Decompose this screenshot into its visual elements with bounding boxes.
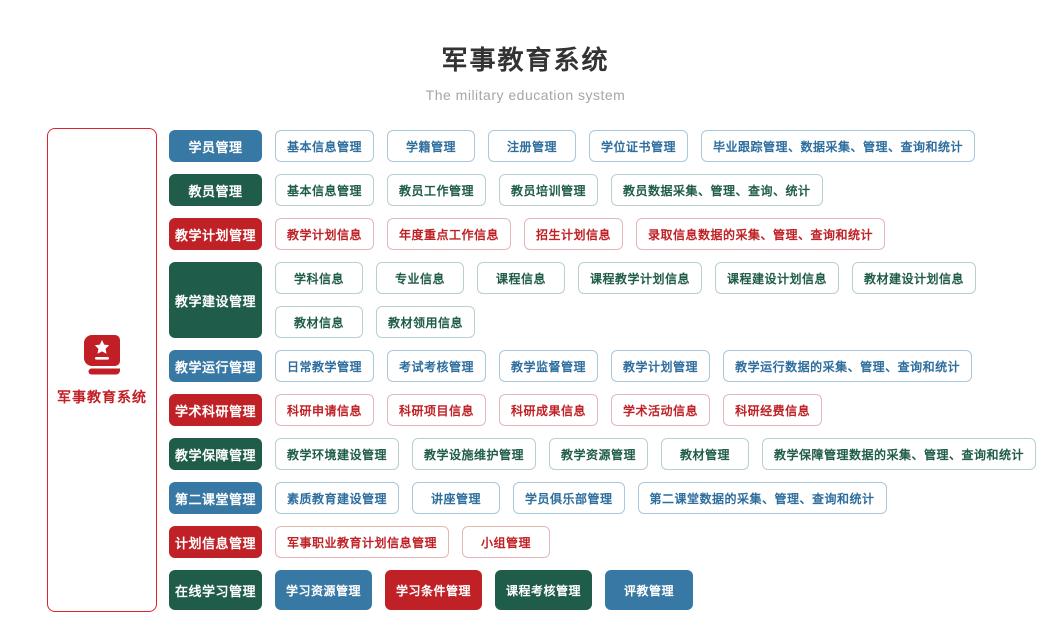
submodule-button[interactable]: 评教管理 [605, 570, 694, 610]
module-button[interactable]: 教员管理 [169, 174, 262, 206]
submodule-line: 基本信息管理教员工作管理教员培训管理教员数据采集、管理、查询、统计 [275, 174, 823, 206]
page-header: 军事教育系统 The military education system [0, 0, 1051, 103]
submodule-button[interactable]: 课程信息 [477, 262, 565, 294]
submodule-button[interactable]: 小组管理 [462, 526, 551, 558]
module-button[interactable]: 计划信息管理 [169, 526, 262, 558]
submodule-line: 学习资源管理学习条件管理课程考核管理评教管理 [275, 570, 694, 610]
module-row: 第二课堂管理素质教育建设管理讲座管理学员俱乐部管理第二课堂数据的采集、管理、查询… [169, 482, 1036, 514]
submodule-lines: 日常教学管理考试考核管理教学监督管理教学计划管理教学运行数据的采集、管理、查询和… [275, 350, 973, 382]
submodule-button[interactable]: 教材管理 [661, 438, 750, 470]
submodule-lines: 军事职业教育计划信息管理小组管理 [275, 526, 551, 558]
module-row: 学员管理基本信息管理学籍管理注册管理学位证书管理毕业跟踪管理、数据采集、管理、查… [169, 130, 1036, 162]
module-row: 教学保障管理教学环境建设管理教学设施维护管理教学资源管理教材管理教学保障管理数据… [169, 438, 1037, 470]
submodule-line: 基本信息管理学籍管理注册管理学位证书管理毕业跟踪管理、数据采集、管理、查询和统计 [275, 130, 976, 162]
module-row: 教学建设管理学科信息专业信息课程信息课程教学计划信息课程建设计划信息教材建设计划… [169, 262, 1036, 338]
submodule-button[interactable]: 学习条件管理 [385, 570, 483, 610]
system-root-card: 军事教育系统 [47, 128, 157, 612]
submodule-button[interactable]: 素质教育建设管理 [275, 482, 400, 514]
submodule-button[interactable]: 录取信息数据的采集、管理、查询和统计 [636, 218, 886, 250]
submodule-button[interactable]: 专业信息 [376, 262, 464, 294]
system-root-label: 军事教育系统 [57, 389, 147, 405]
submodule-button[interactable]: 学籍管理 [387, 130, 476, 162]
submodule-button[interactable]: 教学设施维护管理 [412, 438, 537, 470]
submodule-button[interactable]: 第二课堂数据的采集、管理、查询和统计 [637, 482, 887, 514]
submodule-button[interactable]: 学科信息 [275, 262, 363, 294]
module-row: 在线学习管理学习资源管理学习条件管理课程考核管理评教管理 [169, 570, 1036, 610]
submodule-line: 科研申请信息科研项目信息科研成果信息学术活动信息科研经费信息 [275, 394, 823, 426]
submodule-button[interactable]: 科研申请信息 [275, 394, 375, 426]
submodule-line: 日常教学管理考试考核管理教学监督管理教学计划管理教学运行数据的采集、管理、查询和… [275, 350, 973, 382]
module-row: 教员管理基本信息管理教员工作管理教员培训管理教员数据采集、管理、查询、统计 [169, 174, 1036, 206]
submodule-line: 教学环境建设管理教学设施维护管理教学资源管理教材管理教学保障管理数据的采集、管理… [275, 438, 1037, 470]
submodule-lines: 学科信息专业信息课程信息课程教学计划信息课程建设计划信息教材建设计划信息教材信息… [275, 262, 977, 338]
submodule-button[interactable]: 教学保障管理数据的采集、管理、查询和统计 [762, 438, 1037, 470]
submodule-button[interactable]: 课程考核管理 [495, 570, 593, 610]
submodule-button[interactable]: 科研项目信息 [387, 394, 487, 426]
submodule-lines: 基本信息管理教员工作管理教员培训管理教员数据采集、管理、查询、统计 [275, 174, 823, 206]
submodule-button[interactable]: 学术活动信息 [611, 394, 711, 426]
module-row: 学术科研管理科研申请信息科研项目信息科研成果信息学术活动信息科研经费信息 [169, 394, 1036, 426]
module-rows: 学员管理基本信息管理学籍管理注册管理学位证书管理毕业跟踪管理、数据采集、管理、查… [169, 128, 1037, 612]
submodule-lines: 基本信息管理学籍管理注册管理学位证书管理毕业跟踪管理、数据采集、管理、查询和统计 [275, 130, 976, 162]
submodule-button[interactable]: 课程教学计划信息 [578, 262, 703, 294]
submodule-button[interactable]: 科研成果信息 [499, 394, 599, 426]
submodule-button[interactable]: 招生计划信息 [524, 218, 624, 250]
submodule-button[interactable]: 军事职业教育计划信息管理 [275, 526, 450, 558]
submodule-button[interactable]: 教学运行数据的采集、管理、查询和统计 [723, 350, 973, 382]
submodule-button[interactable]: 日常教学管理 [275, 350, 375, 382]
submodule-lines: 学习资源管理学习条件管理课程考核管理评教管理 [275, 570, 694, 610]
page-title: 军事教育系统 [441, 45, 610, 75]
submodule-button[interactable]: 教员数据采集、管理、查询、统计 [611, 174, 823, 206]
module-button[interactable]: 教学运行管理 [169, 350, 262, 382]
submodule-button[interactable]: 教材信息 [275, 306, 363, 338]
submodule-button[interactable]: 教学监督管理 [499, 350, 599, 382]
module-row: 教学计划管理教学计划信息年度重点工作信息招生计划信息录取信息数据的采集、管理、查… [169, 218, 1036, 250]
submodule-button[interactable]: 考试考核管理 [387, 350, 487, 382]
module-button[interactable]: 教学计划管理 [169, 218, 262, 250]
submodule-button[interactable]: 注册管理 [488, 130, 577, 162]
submodule-button[interactable]: 教员工作管理 [387, 174, 487, 206]
module-button[interactable]: 第二课堂管理 [169, 482, 262, 514]
submodule-button[interactable]: 教学环境建设管理 [275, 438, 400, 470]
submodule-line: 教材信息教材领用信息 [275, 306, 976, 338]
submodule-lines: 科研申请信息科研项目信息科研成果信息学术活动信息科研经费信息 [275, 394, 823, 426]
module-button[interactable]: 教学保障管理 [169, 438, 262, 470]
module-row: 计划信息管理军事职业教育计划信息管理小组管理 [169, 526, 1036, 558]
module-button[interactable]: 学术科研管理 [169, 394, 262, 426]
submodule-line: 教学计划信息年度重点工作信息招生计划信息录取信息数据的采集、管理、查询和统计 [275, 218, 886, 250]
main-area: 军事教育系统 学员管理基本信息管理学籍管理注册管理学位证书管理毕业跟踪管理、数据… [47, 128, 1037, 612]
page-subtitle: The military education system [425, 87, 626, 103]
submodule-button[interactable]: 学位证书管理 [589, 130, 689, 162]
module-row: 教学运行管理日常教学管理考试考核管理教学监督管理教学计划管理教学运行数据的采集、… [169, 350, 1036, 382]
submodule-button[interactable]: 讲座管理 [412, 482, 501, 514]
module-button[interactable]: 在线学习管理 [169, 570, 262, 610]
submodule-lines: 素质教育建设管理讲座管理学员俱乐部管理第二课堂数据的采集、管理、查询和统计 [275, 482, 887, 514]
submodule-button[interactable]: 教学资源管理 [549, 438, 649, 470]
submodule-button[interactable]: 课程建设计划信息 [715, 262, 840, 294]
submodule-lines: 教学环境建设管理教学设施维护管理教学资源管理教材管理教学保障管理数据的采集、管理… [275, 438, 1037, 470]
submodule-button[interactable]: 基本信息管理 [275, 174, 375, 206]
submodule-button[interactable]: 毕业跟踪管理、数据采集、管理、查询和统计 [701, 130, 976, 162]
module-button[interactable]: 学员管理 [169, 130, 262, 162]
submodule-button[interactable]: 学习资源管理 [275, 570, 373, 610]
submodule-button[interactable]: 学员俱乐部管理 [513, 482, 625, 514]
submodule-line: 军事职业教育计划信息管理小组管理 [275, 526, 551, 558]
submodule-line: 学科信息专业信息课程信息课程教学计划信息课程建设计划信息教材建设计划信息 [275, 262, 977, 294]
submodule-lines: 教学计划信息年度重点工作信息招生计划信息录取信息数据的采集、管理、查询和统计 [275, 218, 886, 250]
submodule-button[interactable]: 教学计划信息 [275, 218, 375, 250]
book-star-icon [80, 333, 124, 377]
submodule-button[interactable]: 教材领用信息 [376, 306, 476, 338]
submodule-button[interactable]: 科研经费信息 [723, 394, 823, 426]
submodule-button[interactable]: 基本信息管理 [275, 130, 375, 162]
submodule-button[interactable]: 教材建设计划信息 [852, 262, 977, 294]
submodule-line: 素质教育建设管理讲座管理学员俱乐部管理第二课堂数据的采集、管理、查询和统计 [275, 482, 887, 514]
module-button[interactable]: 教学建设管理 [169, 262, 262, 338]
submodule-button[interactable]: 教学计划管理 [611, 350, 711, 382]
submodule-button[interactable]: 教员培训管理 [499, 174, 599, 206]
submodule-button[interactable]: 年度重点工作信息 [387, 218, 512, 250]
